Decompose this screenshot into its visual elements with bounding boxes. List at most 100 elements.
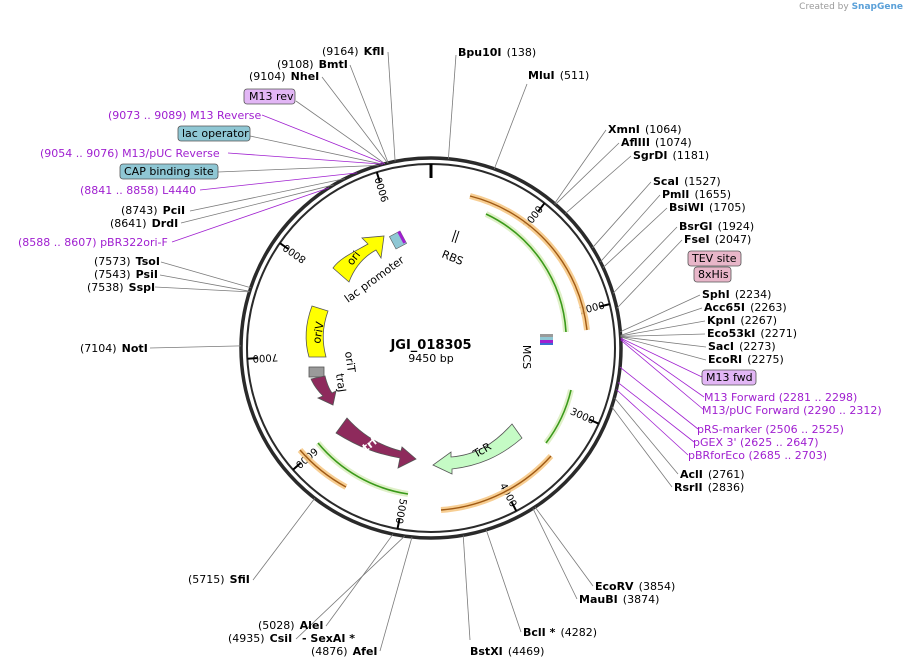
- leader-line: [620, 336, 707, 361]
- primer-leader-line: [261, 114, 386, 165]
- mcs-block: [540, 334, 553, 345]
- plasmid-name: JGI_018305: [389, 338, 471, 353]
- site-name: ScaI: [653, 175, 679, 188]
- primer-labels: (9073 .. 9089) M13 Reverse (9054 .. 9076…: [18, 109, 882, 462]
- primer-range: (8588 .. 8607): [18, 236, 97, 249]
- leader-line: [295, 100, 386, 165]
- snapgene-credit: Created by SnapGene: [799, 2, 903, 12]
- leader-line: [462, 535, 471, 641]
- site-pos: (2047): [715, 233, 752, 246]
- site-pos: (2275): [747, 353, 784, 366]
- svg-text:BsiWI (1705): BsiWI (1705): [669, 196, 746, 215]
- svg-text:BsrGI (1924): BsrGI (1924): [679, 215, 754, 234]
- leader-line: [616, 239, 683, 309]
- leader-line: [485, 529, 522, 633]
- svg-text:M13 rev: M13 rev: [249, 90, 294, 103]
- leader-line: [217, 165, 379, 173]
- primer-leader-line: [171, 187, 330, 243]
- svg-text:RsrII (2836): RsrII (2836): [674, 476, 744, 495]
- traJ-feature: [310, 375, 337, 406]
- primer-name: pGEX 3': [693, 436, 737, 449]
- site-pos: (4469): [508, 645, 545, 658]
- tick-label: 3000: [568, 407, 596, 427]
- site-name: Eco53kI: [707, 327, 755, 340]
- site-pos: (8641): [110, 217, 147, 230]
- primer-leader-line: [620, 338, 705, 398]
- site-name: PsiI: [136, 268, 158, 281]
- restriction-sites: (9164) KflI (9108) BmtI (9104) NheI (757…: [80, 45, 797, 658]
- site-pos: (1527): [684, 175, 721, 188]
- svg-text:M13 fwd: M13 fwd: [706, 371, 753, 384]
- rbs-label: RBS: [440, 248, 465, 268]
- svg-text:M13 Forward (2281 .. 2298): M13 Forward (2281 .. 2298): [704, 391, 857, 404]
- svg-text:(4935) CsiI: (4935) CsiI: [228, 627, 292, 646]
- site-pos: (1655): [694, 188, 731, 201]
- site-pos: (9104): [249, 70, 286, 83]
- site-name: KpnI: [707, 314, 735, 327]
- site-name: BsiWI: [669, 201, 704, 214]
- primer-range: (2290 .. 2312): [803, 404, 882, 417]
- site-pos: (7538): [87, 281, 124, 294]
- primer-name: M13/pUC Forward: [702, 404, 800, 417]
- site-pos: (4935): [228, 632, 265, 645]
- mcs-label: MCS: [520, 345, 533, 369]
- primer-leader-line: [617, 382, 695, 443]
- primer-name: M13 Forward: [704, 391, 775, 404]
- site-name: SgrDI: [633, 149, 667, 162]
- site-pos: (2761): [708, 468, 745, 481]
- site-name: XmnI: [608, 123, 640, 136]
- site-name: BsrGI: [679, 220, 712, 233]
- svg-text:SphI (2234): SphI (2234): [702, 283, 771, 302]
- primer-name: pRS-marker: [697, 423, 762, 436]
- svg-text:SacI (2273): SacI (2273): [708, 335, 776, 354]
- site-pos: (4282): [560, 626, 597, 639]
- site-name: NotI: [122, 342, 148, 355]
- site-pos: (1924): [718, 220, 755, 233]
- site-name: EcoRI: [708, 353, 742, 366]
- box-cap-binding-site: CAP binding site: [119, 163, 219, 180]
- tick-mark: [247, 357, 258, 360]
- site-pos: (2836): [708, 481, 745, 494]
- site-pos: (511): [560, 69, 590, 82]
- leader-line: [387, 51, 396, 162]
- leader-line: [160, 261, 251, 289]
- site-name: DrdI: [152, 217, 179, 230]
- site-pos: (1074): [655, 136, 692, 149]
- site-name: AleI: [300, 619, 324, 632]
- leader-line: [614, 397, 679, 475]
- svg-text:lac operator: lac operator: [182, 127, 249, 140]
- tick-mark: [279, 242, 289, 250]
- svg-text:(5715) SfiI: (5715) SfiI: [188, 568, 250, 587]
- svg-text:pBRforEco (2685 .. 2703): pBRforEco (2685 .. 2703): [688, 449, 827, 462]
- site-name: AfeI: [353, 645, 378, 658]
- rbs-mark: [451, 229, 460, 244]
- svg-text:XmnI (1064): XmnI (1064): [608, 118, 682, 137]
- svg-text:FseI (2047): FseI (2047): [684, 228, 751, 247]
- svg-text:AflIII (1074): AflIII (1074): [621, 131, 692, 150]
- svg-text:(9073 .. 9089) M13 Reverse: (9073 .. 9089) M13 Reverse: [108, 109, 261, 122]
- leader-line: [149, 345, 242, 349]
- primer-range: (2625 .. 2647): [740, 436, 819, 449]
- svg-text:KpnI (2267): KpnI (2267): [707, 309, 777, 328]
- box-m13-fwd: M13 fwd: [701, 369, 757, 386]
- site-name: MluI: [528, 69, 555, 82]
- primer-range: (2685 .. 2703): [749, 449, 828, 462]
- tcR-feature: TcR: [432, 423, 523, 475]
- leader-line: [493, 83, 528, 170]
- tick-mark: [396, 518, 401, 530]
- svg-text:(8841 .. 8858) L4440: (8841 .. 8858) L4440: [80, 184, 196, 197]
- leader-line: [565, 155, 632, 214]
- tick-mark: [292, 462, 302, 471]
- site-name: BmtI: [319, 58, 348, 71]
- tick-label: 9000: [374, 175, 392, 203]
- site-name: PciI: [163, 204, 185, 217]
- site-name: RsrII: [674, 481, 703, 494]
- svg-text:(9108) BmtI: (9108) BmtI: [277, 53, 348, 72]
- site-name: AclI: [680, 468, 703, 481]
- oriV-label: oriV: [310, 320, 327, 344]
- leader-line: [620, 333, 706, 337]
- site-name: BclI *: [523, 626, 556, 639]
- leader-line: [592, 181, 652, 249]
- leader-line: [611, 406, 673, 488]
- orf-arcs: [297, 193, 590, 513]
